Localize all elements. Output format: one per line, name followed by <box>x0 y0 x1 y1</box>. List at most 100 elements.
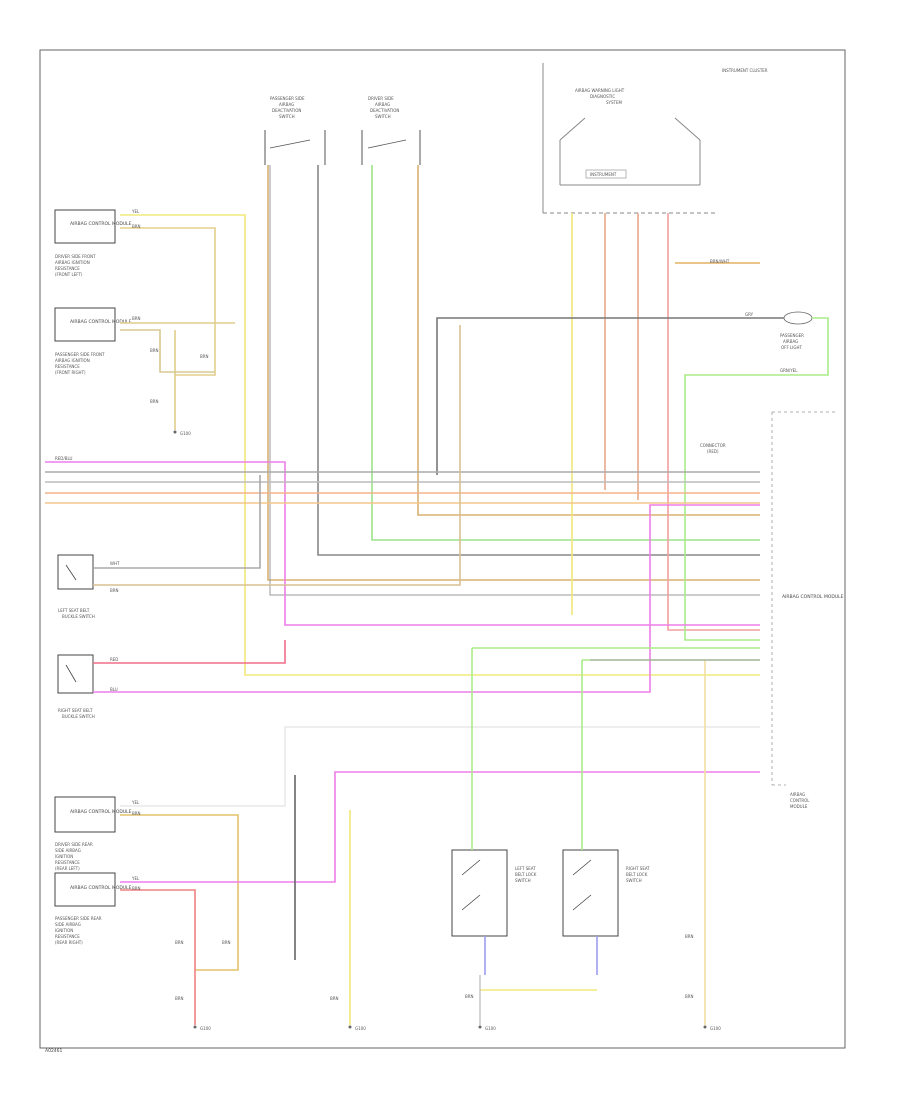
wire-label-grn-yel: GRN/YEL <box>780 368 798 373</box>
right-module-caption-2: CONTROL <box>790 798 810 803</box>
lower-left-upper-module: AIRBAG CONTROL MODULE PASSENGER SIDE FRO… <box>54 307 132 375</box>
wire-tan-ds-right <box>417 165 760 516</box>
wire-tan-lower-module <box>120 814 239 971</box>
wires <box>45 165 829 1025</box>
wire-gray-ps-thin <box>269 165 760 596</box>
wire-label-wht: WHT <box>110 561 120 566</box>
upper-left-module: AIRBAG CONTROL MODULE DRIVER SIDE FRONT … <box>54 209 132 277</box>
right-lock-caption-2: BELT LOCK <box>626 872 648 877</box>
passenger-switch-caption-4: SWITCH <box>279 114 295 119</box>
upper-left-module-label: AIRBAG CONTROL MODULE <box>70 221 132 227</box>
left-lock-caption-2: BELT LOCK <box>515 872 537 877</box>
passenger-switch-caption-2: AIRBAG <box>279 102 294 107</box>
lamp-caption-2: AIRBAG <box>783 339 798 344</box>
bottom-left-1-caption-3: IGNITION <box>55 854 73 859</box>
wire-label-brn-15: BRN <box>465 994 474 999</box>
ground-g100-4: G100 <box>485 1026 496 1031</box>
driver-switch-caption-4: SWITCH <box>375 114 391 119</box>
lower-left-upper-caption-2: AIRBAG IGNITION <box>55 358 90 363</box>
wire-label-brn-10: BRN <box>222 940 231 945</box>
diagram-border <box>39 49 846 1049</box>
right-control-module: AIRBAG CONTROL MODULE AIRBAG CONTROL MOD… <box>700 411 844 809</box>
wire-label-yel-2: YEL <box>131 800 140 805</box>
left-lock-caption-3: SWITCH <box>515 878 531 883</box>
right-lock-caption-1: RIGHT SEAT <box>626 866 650 871</box>
wire-red-right-buckle <box>93 640 286 664</box>
wire-label-red-blu: RED/BLU <box>55 456 73 461</box>
wire-label-brn-14: BRN <box>685 994 694 999</box>
bottom-left-1-caption-5: (REAR LEFT) <box>55 866 80 871</box>
bottom-left-module-1-label: AIRBAG CONTROL MODULE <box>70 809 132 815</box>
wire-label-brn-11: BRN <box>175 996 184 1001</box>
instrument-inner-line-1: AIRBAG WARNING LIGHT <box>575 88 625 93</box>
ground-g100-5: G100 <box>710 1026 721 1031</box>
airbag-off-lamp: PASSENGER AIRBAG OFF LIGHT <box>780 311 813 350</box>
wire-lightgray-lower <box>120 726 760 807</box>
right-lock-caption-3: SWITCH <box>626 878 642 883</box>
wire-tan-left-buckle <box>93 325 461 586</box>
passenger-switch-caption-3: DEACTIVATION <box>272 108 301 113</box>
wire-labels: YEL BRN BRN BRN BRN BRN BRN/WHT GRY GRN/… <box>55 209 798 1001</box>
wire-label-brn-3: BRN <box>150 348 159 353</box>
wire-label-blu: BLU <box>110 687 118 692</box>
bottom-left-1-caption-2: SIDE AIRBAG <box>55 848 81 853</box>
wire-red-lower-module <box>120 889 196 1025</box>
wire-label-brn-12: BRN <box>330 996 339 1001</box>
bottom-left-1-caption-4: RESISTANCE <box>55 860 80 865</box>
wire-label-brn-1: BRN <box>132 224 141 229</box>
lower-left-upper-caption-1: PASSENGER SIDE FRONT <box>55 352 105 357</box>
right-buckle-caption-1: RIGHT SEAT BELT <box>58 708 93 713</box>
left-lock-caption-1: LEFT SEAT <box>515 866 536 871</box>
ground-g100-3: G100 <box>355 1026 366 1031</box>
left-seat-buckle: LEFT SEAT BELT BUCKLE SWITCH <box>57 554 95 619</box>
right-module-caption-1: AIRBAG <box>790 792 805 797</box>
right-buckle-caption-2: BUCKLE SWITCH <box>62 714 95 719</box>
bottom-left-2-caption-3: IGNITION <box>55 928 73 933</box>
instrument-cluster: INSTRUMENT AIRBAG WARNING LIGHT DIAGNOST… <box>542 63 768 214</box>
wire-tan-link <box>120 329 215 373</box>
lower-left-upper-module-label: AIRBAG CONTROL MODULE <box>70 319 132 325</box>
instrument-caption: INSTRUMENT CLUSTER <box>722 68 768 73</box>
bottom-left-module-1: AIRBAG CONTROL MODULE DRIVER SIDE REAR S… <box>54 796 132 871</box>
wire-gray-left-buckle <box>93 475 261 569</box>
wire-green-lamp <box>684 317 829 641</box>
bottom-left-1-caption-1: DRIVER SIDE REAR <box>55 842 93 847</box>
wire-label-brn-2: BRN <box>132 316 141 321</box>
ground-g100-2: G100 <box>200 1026 211 1031</box>
instrument-inner-line-2: DIAGNOSTIC <box>590 94 615 99</box>
upper-left-caption-3: RESISTANCE <box>55 266 80 271</box>
upper-left-caption-4: (FRONT LEFT) <box>55 272 83 277</box>
wire-yellow-main <box>120 214 760 676</box>
wire-label-red: RED <box>110 657 118 662</box>
bottom-left-module-2: AIRBAG CONTROL MODULE PASSENGER SIDE REA… <box>54 872 132 945</box>
driver-switch-caption-3: DEACTIVATION <box>370 108 399 113</box>
wire-label-gry: GRY <box>745 312 754 317</box>
ground-symbols: G100 G100 G100 G100 G100 <box>173 430 721 1031</box>
wire-label-brn-5: BRN <box>150 399 159 404</box>
connector-caption-2: (RED) <box>707 449 719 454</box>
passenger-switch-caption-1: PASSENGER SIDE <box>270 96 305 101</box>
wire-green-ds-left <box>371 165 760 541</box>
right-seat-belt-lock: RIGHT SEAT BELT LOCK SWITCH <box>562 849 650 937</box>
left-buckle-caption-1: LEFT SEAT BELT <box>58 608 90 613</box>
wire-label-brn-4: BRN <box>200 354 209 359</box>
wire-pink-ic-4 <box>667 213 760 631</box>
right-seat-buckle: RIGHT SEAT BELT BUCKLE SWITCH <box>57 654 95 719</box>
connector-caption-1: CONNECTOR <box>700 443 726 448</box>
wire-label-yel-3: YEL <box>131 876 140 881</box>
bottom-left-2-caption-2: SIDE AIRBAG <box>55 922 81 927</box>
wire-label-brn-9: BRN <box>175 940 184 945</box>
driver-switch: DRIVER SIDE AIRBAG DEACTIVATION SWITCH <box>361 96 421 165</box>
bottom-left-2-caption-1: PASSENGER SIDE REAR <box>55 916 102 921</box>
wire-label-brn-7: BRN <box>132 811 141 816</box>
wire-label-brn-wht: BRN/WHT <box>710 259 730 264</box>
passenger-switch: PASSENGER SIDE AIRBAG DEACTIVATION SWITC… <box>264 96 326 165</box>
driver-switch-caption-1: DRIVER SIDE <box>368 96 394 101</box>
lamp-caption-1: PASSENGER <box>780 333 804 338</box>
bottom-left-2-caption-5: (REAR RIGHT) <box>55 940 83 945</box>
instrument-inner-line-3: SYSTEM <box>606 100 622 105</box>
wire-gray-lamp <box>436 317 784 475</box>
lower-left-upper-caption-4: (FRONT RIGHT) <box>55 370 86 375</box>
